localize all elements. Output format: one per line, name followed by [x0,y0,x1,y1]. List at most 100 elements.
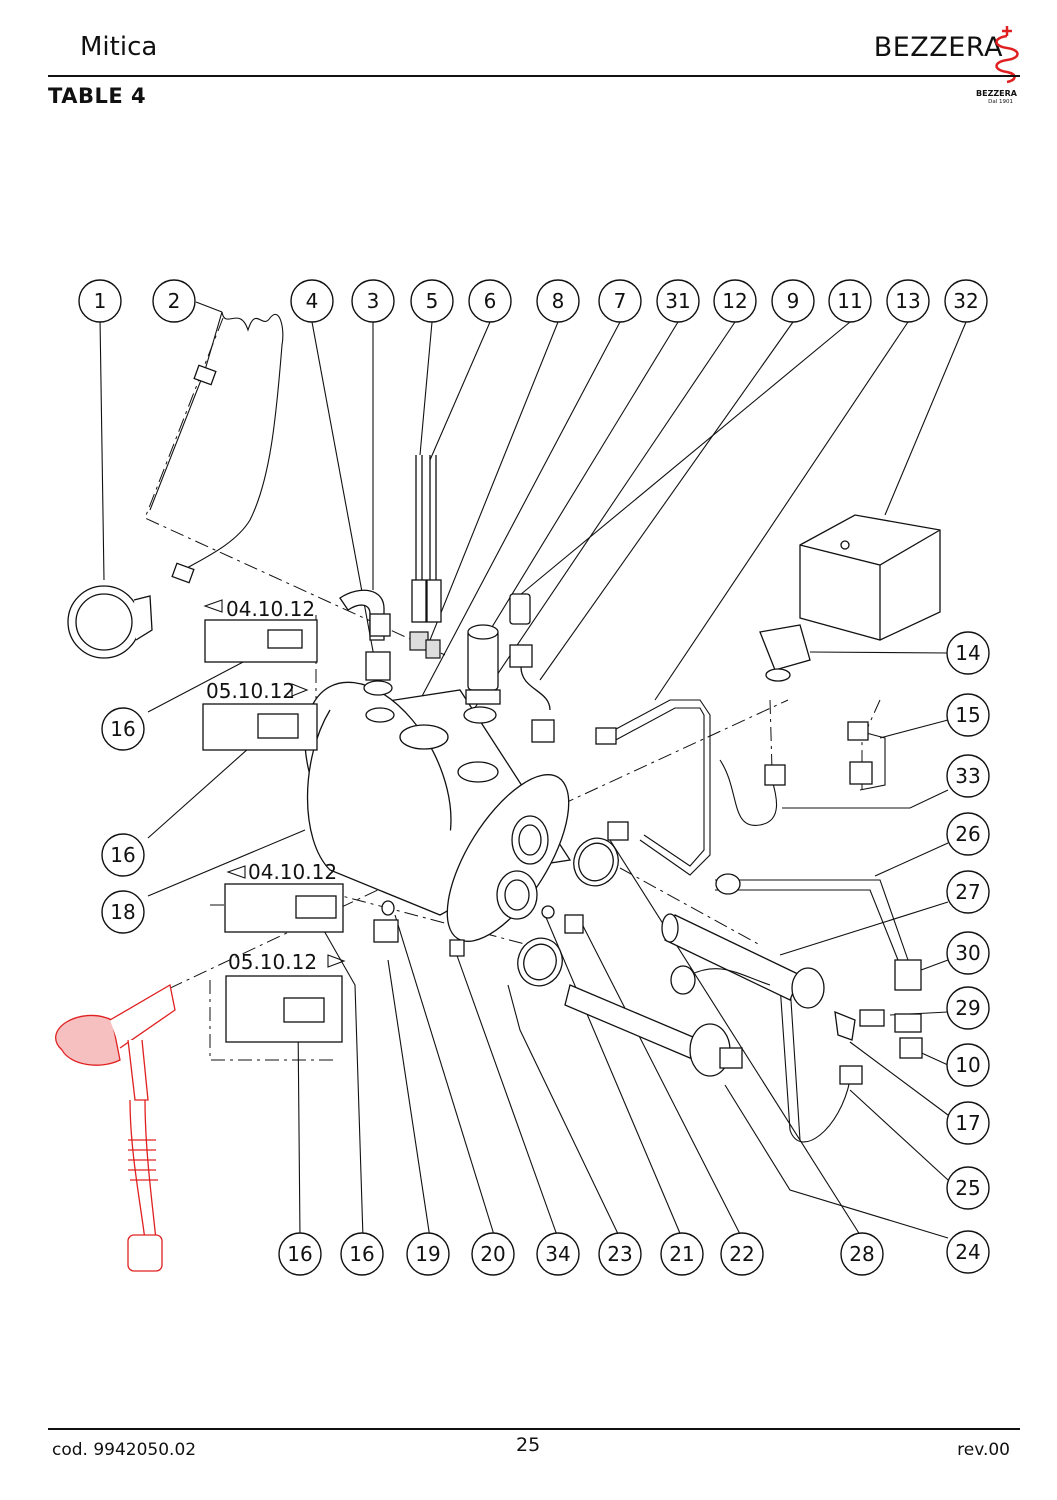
gaskets [517,837,619,987]
callout-number: 13 [895,289,920,313]
callout-25: 25 [946,1166,990,1210]
drain-parts [373,900,465,957]
callout-number: 18 [110,900,135,924]
callout-21: 21 [660,1232,704,1276]
callout-10: 10 [946,1043,990,1087]
callout-number: 7 [614,289,627,313]
callout-number: 19 [415,1242,440,1266]
model-title: Mitica [80,32,158,62]
callout-number: 14 [955,641,980,665]
callout-3: 3 [351,279,395,323]
callout-16: 16 [340,1232,384,1276]
callout-16: 16 [101,707,145,751]
page-number: 25 [516,1434,541,1456]
callout-28: 28 [840,1232,884,1276]
steam-wand-highlighted [55,983,176,1272]
pipes [595,699,922,1143]
callout-15: 15 [946,693,990,737]
callout-number: 17 [955,1111,980,1135]
pressure-gauge [67,585,153,659]
callout-17: 17 [946,1101,990,1145]
callout-1: 1 [78,279,122,323]
callout-number: 24 [955,1240,980,1264]
callout-number: 16 [287,1242,312,1266]
callout-number: 9 [787,289,800,313]
callout-number: 15 [955,703,980,727]
heating-elements [564,913,825,1077]
callout-34: 34 [536,1232,580,1276]
logo-year: Dal 1901 [988,99,1013,105]
callout-number: 33 [955,764,980,788]
callout-number: 20 [480,1242,505,1266]
callout-number: 32 [953,289,978,313]
callout-number: 8 [552,289,565,313]
callout-9: 9 [771,279,815,323]
callout-number: 26 [955,822,980,846]
pressurestat-connector [759,624,811,682]
callout-number: 23 [607,1242,632,1266]
bezzera-logo-icon [995,26,1019,84]
version-note-upper-after: 05.10.12 [206,679,295,703]
capillary-tube [149,311,284,584]
boiler-tank [304,681,572,942]
callout-33: 33 [946,754,990,798]
callout-number: 25 [955,1176,980,1200]
callout-8: 8 [536,279,580,323]
callout-number: 3 [367,289,380,313]
callout-22: 22 [720,1232,764,1276]
version-insets [202,599,346,1043]
callout-20: 20 [471,1232,515,1276]
callout-19: 19 [406,1232,450,1276]
callout-5: 5 [410,279,454,323]
revision: rev.00 [957,1440,1010,1460]
callout-6: 6 [468,279,512,323]
callout-7: 7 [598,279,642,323]
callout-29: 29 [946,986,990,1030]
version-note-lower-after: 05.10.12 [228,950,317,974]
document-code: cod. 9942050.02 [52,1440,197,1460]
callout-number: 10 [955,1053,980,1077]
callout-23: 23 [598,1232,642,1276]
callout-number: 6 [484,289,497,313]
brand-name: BEZZERA [873,32,1003,63]
callout-number: 28 [849,1242,874,1266]
callout-number: 11 [837,289,862,313]
callout-number: 30 [955,941,980,965]
callout-2: 2 [152,279,196,323]
version-note-upper-before: 04.10.12 [226,597,315,621]
callout-4: 4 [290,279,334,323]
callout-13: 13 [886,279,930,323]
safety-valve [463,624,501,724]
callout-number: 16 [110,717,135,741]
callout-number: 5 [426,289,439,313]
callout-number: 27 [955,880,980,904]
callout-number: 29 [955,996,980,1020]
callout-30: 30 [946,931,990,975]
callout-number: 21 [669,1242,694,1266]
callout-18: 18 [101,890,145,934]
table-label: TABLE 4 [48,84,147,108]
leader-lines [99,301,967,1239]
callout-number: 1 [94,289,107,313]
callout-number: 16 [349,1242,374,1266]
callout-14: 14 [946,631,990,675]
version-note-lower-before: 04.10.12 [248,860,337,884]
callout-number: 31 [665,289,690,313]
callout-24: 24 [946,1230,990,1274]
pressure-switch [799,514,941,641]
callout-12: 12 [713,279,757,323]
callout-number: 22 [729,1242,754,1266]
callout-26: 26 [946,812,990,856]
callout-31: 31 [656,279,700,323]
logo-caption: BEZZERA [976,89,1017,98]
header-rule [48,75,1020,77]
callout-number: 2 [168,289,181,313]
elbow-fitting [339,589,393,696]
callout-16: 16 [278,1232,322,1276]
callout-number: 34 [545,1242,570,1266]
footer-rule [48,1428,1020,1430]
callout-11: 11 [828,279,872,323]
callout-number: 16 [110,843,135,867]
